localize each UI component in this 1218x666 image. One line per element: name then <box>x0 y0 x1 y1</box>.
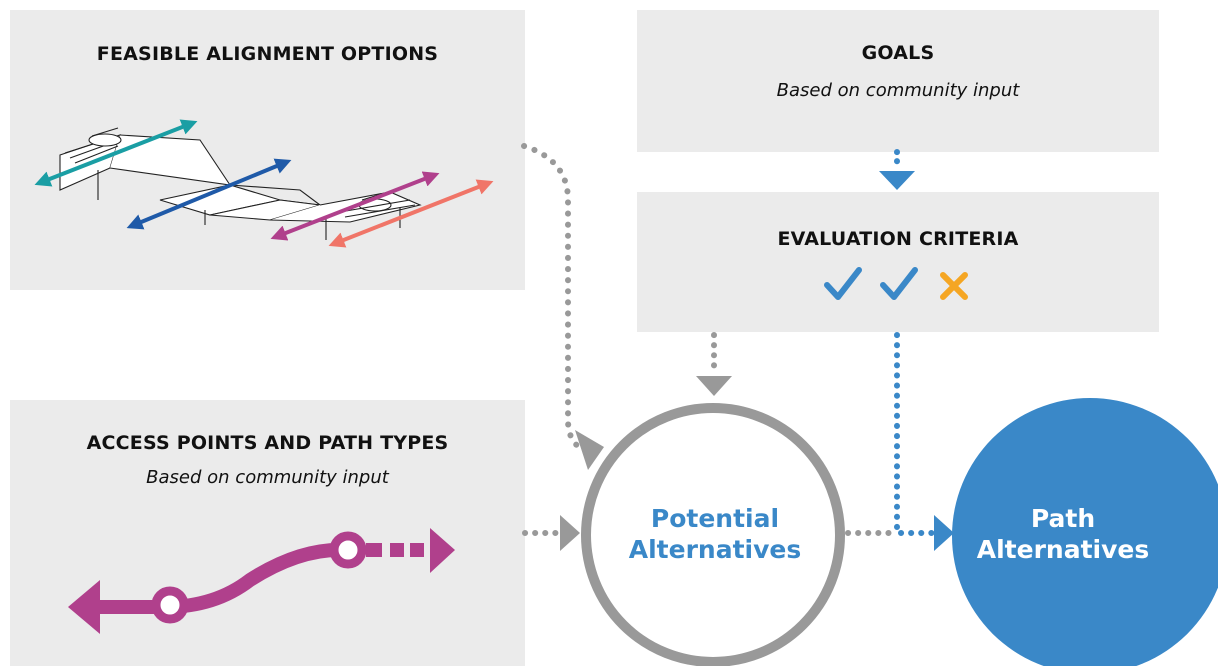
eval-to-path-connector <box>894 332 938 536</box>
goals-to-eval-arrowhead <box>879 171 915 190</box>
potential-alternatives-label: Potential Alternatives <box>600 503 830 566</box>
goals-box: GOALS Based on community input <box>637 10 1159 152</box>
goals-subtitle: Based on community input <box>776 80 1020 101</box>
access-to-potential-arrowhead <box>560 515 580 551</box>
path-alternatives-label: Path Alternatives <box>958 503 1168 566</box>
access-points-subtitle: Based on community input <box>146 467 389 488</box>
potential-line1: Potential <box>650 504 780 533</box>
checkmark-icon <box>824 267 862 300</box>
eval-to-potential-arrowhead <box>696 376 732 396</box>
potential-to-path-arrowhead <box>934 515 954 551</box>
evaluation-criteria-box: EVALUATION CRITERIA <box>637 192 1159 332</box>
potential-line2: Alternatives <box>628 535 802 565</box>
teal-alignment-arrow <box>34 119 198 187</box>
access-path-icon <box>68 528 455 634</box>
connector-arrowhead <box>575 430 604 470</box>
x-mark-icon <box>940 272 968 300</box>
feasible-alignment-title: FEASIBLE ALIGNMENT OPTIONS <box>96 43 439 65</box>
path-line1: Path <box>1030 504 1096 533</box>
bridge-sketch-icon <box>59 127 422 240</box>
checkmark-icon <box>880 267 918 300</box>
evaluation-criteria-title: EVALUATION CRITERIA <box>777 228 1019 250</box>
feasible-to-potential-connector <box>521 143 591 455</box>
goals-title: GOALS <box>861 42 935 64</box>
path-alternatives-circle <box>952 398 1218 666</box>
potential-alternatives-circle <box>581 403 845 666</box>
path-line2: Alternatives <box>976 535 1150 565</box>
salmon-alignment-arrow <box>328 179 494 248</box>
access-points-title: ACCESS POINTS AND PATH TYPES <box>86 432 449 454</box>
blue-alignment-arrow <box>126 158 292 230</box>
